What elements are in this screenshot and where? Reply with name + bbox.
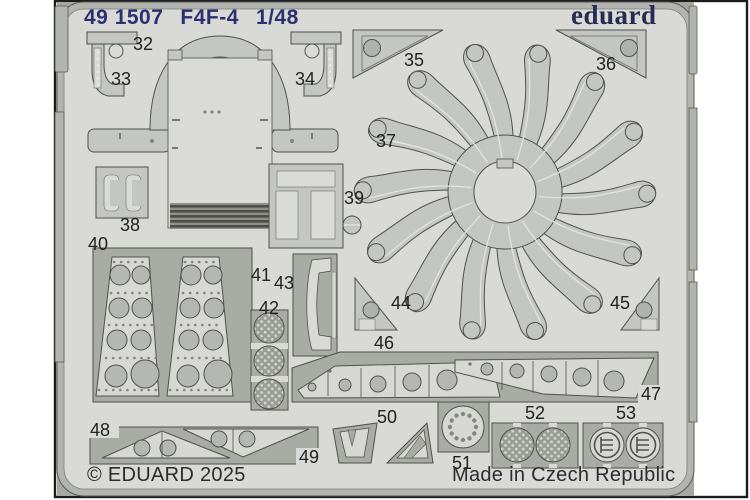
part-50-pedals [332,421,434,464]
part-label-40: 40 [88,234,108,254]
part-label-47: 47 [641,384,661,404]
part-39-frame [268,163,344,249]
part-label-53: 53 [616,403,636,423]
part-label-32: 32 [133,34,153,54]
part-44-triangle [354,276,399,331]
part-43-curved-blade [292,253,338,357]
part-label-36: 36 [596,54,616,74]
eduard-logo: eduard [571,0,657,30]
part-34-bracket [290,31,342,97]
part-label-51: 51 [452,453,472,473]
part-label-35: 35 [404,50,424,70]
part-label-34: 34 [295,69,315,89]
part-33-bracket [86,31,138,97]
part-42-mesh-discs [250,309,289,411]
part-label-37: 37 [376,131,396,151]
part-label-42: 42 [259,298,279,318]
part-label-38: 38 [120,215,140,235]
part-label-52: 52 [525,403,545,423]
part-36-triangle [555,29,647,79]
part-label-33: 33 [111,69,131,89]
part-53-fastener-discs [582,422,664,469]
made-in-text: Made in Czech Republic [452,464,676,486]
part-label-41: 41 [251,265,271,285]
part-label-50: 50 [377,407,397,427]
part-label-45: 45 [610,293,630,313]
sheet-header: 49 1507 F4F-4 1/48 [84,6,299,30]
part-label-49: 49 [299,447,319,467]
part-label-39: 39 [344,188,364,208]
part-45-triangle [620,276,660,331]
part-label-43: 43 [274,273,294,293]
part-label-46: 46 [374,333,394,353]
small-grommet-part [342,215,362,235]
catalog-number: 49 1507 [84,6,164,29]
product-name: F4F-4 [180,6,239,29]
part-label-48: 48 [90,420,110,440]
fret-edge-tabs [54,5,698,423]
part-35-triangle [352,29,444,79]
copyright-text: © EDUARD 2025 [87,464,246,486]
part-46-47-wing-walks [291,351,668,403]
part-32-cowl-panel [87,35,339,229]
part-40-41-gun-panels [92,247,253,403]
scale-label: 1/48 [255,6,299,29]
part-38-handle-plate [95,166,149,219]
part-51-ring-disc [437,401,490,453]
part-52-mesh-screens [491,422,579,469]
part-label-44: 44 [391,293,411,313]
part-48-49-triangles [87,420,324,466]
part-37-ignition-harness [351,40,659,344]
